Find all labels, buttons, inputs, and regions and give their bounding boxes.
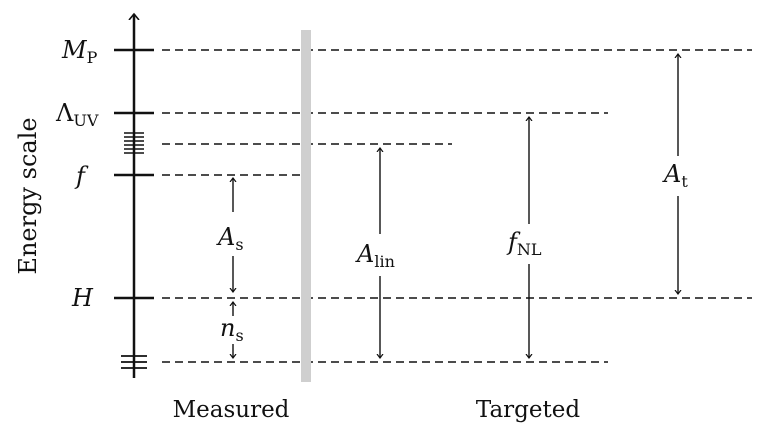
section-targeted: Targeted <box>476 397 580 423</box>
label-planck: MP <box>61 36 98 67</box>
label-f: f <box>74 162 89 190</box>
section-divider <box>301 30 311 382</box>
label-uv: ΛUV <box>55 99 99 130</box>
axis-title: Energy scale <box>14 117 42 274</box>
section-measured: Measured <box>173 397 290 423</box>
label-n-s: ns <box>220 314 244 345</box>
label-f-nl: fNL <box>506 228 542 259</box>
label-hubble: H <box>71 284 94 312</box>
fine-ticks-lower <box>121 355 147 369</box>
fine-ticks-upper <box>124 132 144 154</box>
label-a-lin: Alin <box>355 240 395 271</box>
label-a-s: As <box>216 223 244 254</box>
label-a-t: At <box>662 160 688 191</box>
